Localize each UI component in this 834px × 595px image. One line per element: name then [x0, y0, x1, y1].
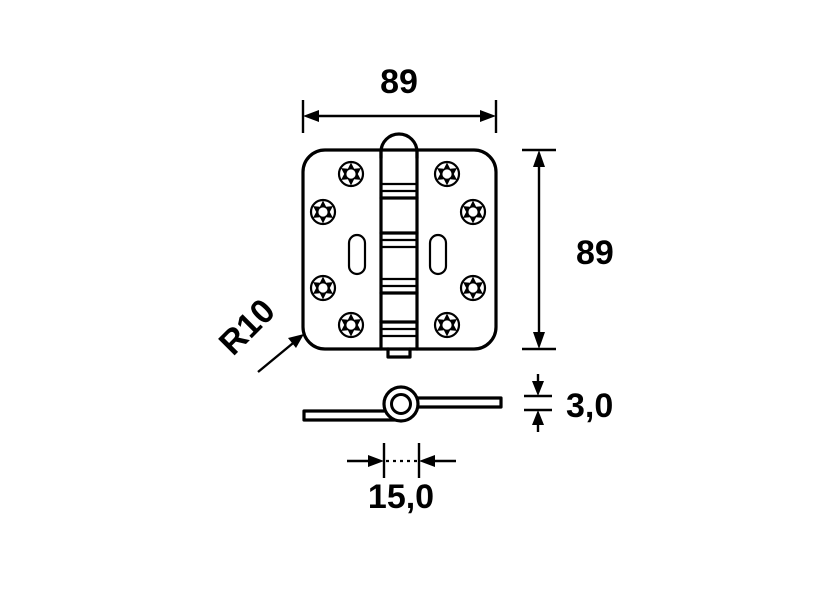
- screw-holes: [309, 160, 487, 339]
- knuckle-width-arrow-left: [368, 455, 384, 467]
- height-arrow-bottom: [533, 332, 545, 349]
- oval-slot-right: [428, 233, 448, 276]
- screw-hole: [433, 311, 461, 339]
- width-dimension: 89: [301, 63, 498, 133]
- knuckle-width-arrow-right: [419, 455, 435, 467]
- knuckle-width-dimension-label: 15,0: [368, 478, 434, 516]
- screw-hole: [433, 160, 461, 188]
- knuckle-width-dimension: 15,0: [347, 443, 456, 516]
- height-dimension: 89: [522, 148, 614, 351]
- knuckle-segment-bands: [379, 182, 419, 338]
- width-dimension-label: 89: [380, 63, 418, 101]
- width-arrow-right: [480, 110, 496, 122]
- hinge-plate-outline: [301, 148, 498, 351]
- corner-radius-leader-line: [257, 338, 299, 373]
- height-dimension-label: 89: [576, 234, 614, 272]
- knuckle-bottom-tab: [386, 347, 412, 359]
- oval-slot-left: [347, 233, 367, 276]
- width-arrow-left: [303, 110, 319, 122]
- screw-hole: [337, 311, 365, 339]
- screw-hole: [309, 198, 337, 226]
- height-arrow-top: [533, 150, 545, 167]
- thickness-arrow-bottom: [532, 410, 544, 425]
- front-view: [301, 132, 498, 359]
- side-view: [302, 385, 503, 423]
- thickness-dimension: 3,0: [524, 374, 613, 432]
- side-view-pin-hole: [390, 393, 412, 415]
- screw-hole: [459, 198, 487, 226]
- thickness-arrow-top: [532, 381, 544, 396]
- corner-radius-arrow: [288, 334, 304, 348]
- screw-hole: [309, 274, 337, 302]
- screw-hole: [337, 160, 365, 188]
- screw-hole: [459, 274, 487, 302]
- knuckle-top-cap: [379, 132, 419, 160]
- thickness-dimension-label: 3,0: [566, 387, 613, 425]
